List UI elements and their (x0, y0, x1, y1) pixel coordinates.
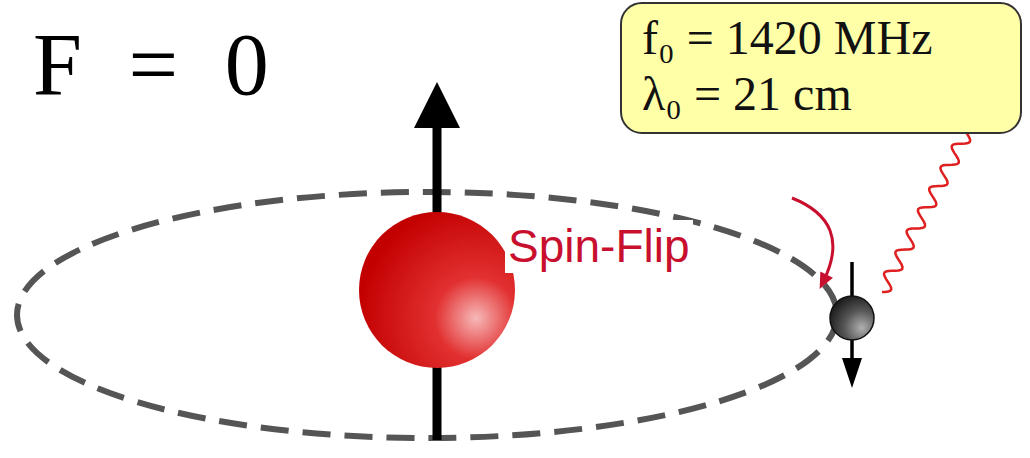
proton-spin-arrowhead (414, 82, 460, 128)
value-box: f₀ = 1420 MHzλ₀ = 21 cm (620, 2, 1022, 134)
electron-spin-arrowhead (842, 358, 862, 388)
value-text: λ₀ = 21 cm (642, 66, 1000, 122)
spin-flip-arrow (792, 198, 833, 289)
state-label: F = 0 (30, 14, 272, 115)
electron-orbit (17, 192, 837, 438)
spin-flip-arrowhead (820, 272, 833, 289)
value-text: f₀ = 1420 MHz (642, 10, 1000, 66)
proton (359, 212, 515, 368)
spin-flip-curve (792, 198, 833, 280)
electron (830, 296, 874, 340)
spin-flip-label: Spin-Flip (505, 220, 693, 273)
